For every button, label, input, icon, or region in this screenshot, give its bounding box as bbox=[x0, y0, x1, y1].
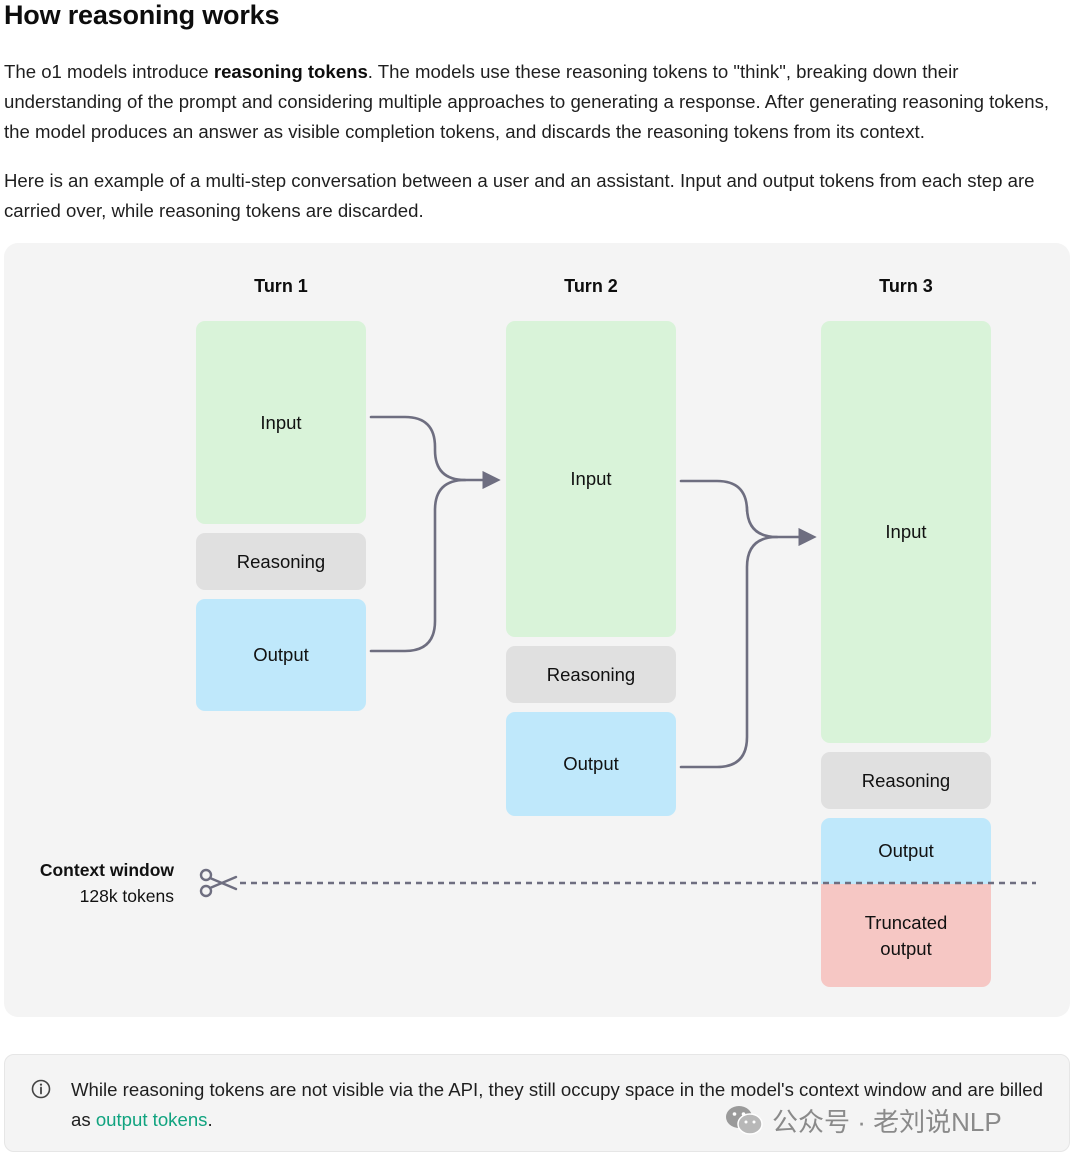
page-heading: How reasoning works bbox=[4, 0, 280, 30]
turn-1-title: Turn 1 bbox=[254, 276, 308, 296]
turn-2-reasoning-label: Reasoning bbox=[546, 663, 636, 685]
watermark: 公众号 · 老刘说NLP bbox=[724, 1102, 1002, 1138]
turn-3-title: Turn 3 bbox=[879, 276, 933, 296]
turn-2-reasoning-block: Reasoning bbox=[506, 646, 676, 703]
turn-1-reasoning-label: Reasoning bbox=[236, 550, 326, 572]
turn-1-input-label: Input bbox=[260, 411, 302, 433]
info-note: While reasoning tokens are not visible v… bbox=[4, 1054, 1070, 1152]
turn-1-reasoning-block: Reasoning bbox=[196, 533, 366, 590]
wechat-icon bbox=[726, 1106, 763, 1135]
context-window-size: 128k tokens bbox=[79, 886, 174, 906]
turn-2-title: Turn 2 bbox=[564, 276, 618, 296]
note-pre: While reasoning tokens are not visible v… bbox=[71, 1079, 1043, 1130]
turn-3-input-label: Input bbox=[885, 521, 927, 542]
context-window-title: Context window bbox=[39, 860, 174, 880]
intro-pre: The o1 models introduce bbox=[4, 61, 214, 82]
turn-3-input-block: Input bbox=[821, 321, 991, 743]
turn-3-truncated-label: Truncated output bbox=[864, 911, 948, 959]
turn-3-reasoning-label: Reasoning bbox=[861, 769, 951, 791]
turn-3-output-block: Output bbox=[821, 818, 991, 884]
turn-3-truncated-output-block: Truncated output bbox=[821, 884, 991, 987]
turn-2-input-block: Input bbox=[506, 321, 676, 637]
intro-post: . The models use these reasoning tokens … bbox=[4, 61, 1050, 142]
turn-2-output-block: Output bbox=[506, 712, 676, 816]
turn-2-output-label: Output bbox=[563, 753, 619, 774]
intro-paragraph: The o1 models introduce reasoning tokens… bbox=[4, 57, 1076, 147]
turn-3-output-label: Output bbox=[878, 840, 934, 861]
turn-1-input-block: Input bbox=[196, 321, 366, 524]
note-text: While reasoning tokens are not visible v… bbox=[71, 1075, 1051, 1135]
example-paragraph: Here is an example of a multi-step conve… bbox=[4, 170, 1035, 221]
turn-3-reasoning-block: Reasoning bbox=[821, 752, 991, 809]
output-tokens-link[interactable]: output tokens bbox=[95, 1109, 208, 1130]
note-post: . bbox=[207, 1109, 213, 1130]
context-window-label: Context window 128k tokens bbox=[20, 857, 174, 909]
turn-2-input-label: Input bbox=[570, 468, 612, 489]
turn-1-output-block: Output bbox=[196, 599, 366, 711]
info-icon bbox=[31, 1079, 51, 1099]
intro-bold-term: reasoning tokens bbox=[213, 61, 368, 82]
watermark-text: 公众号 · 老刘说NLP bbox=[772, 1106, 1002, 1137]
turn-1-output-label: Output bbox=[253, 644, 309, 665]
